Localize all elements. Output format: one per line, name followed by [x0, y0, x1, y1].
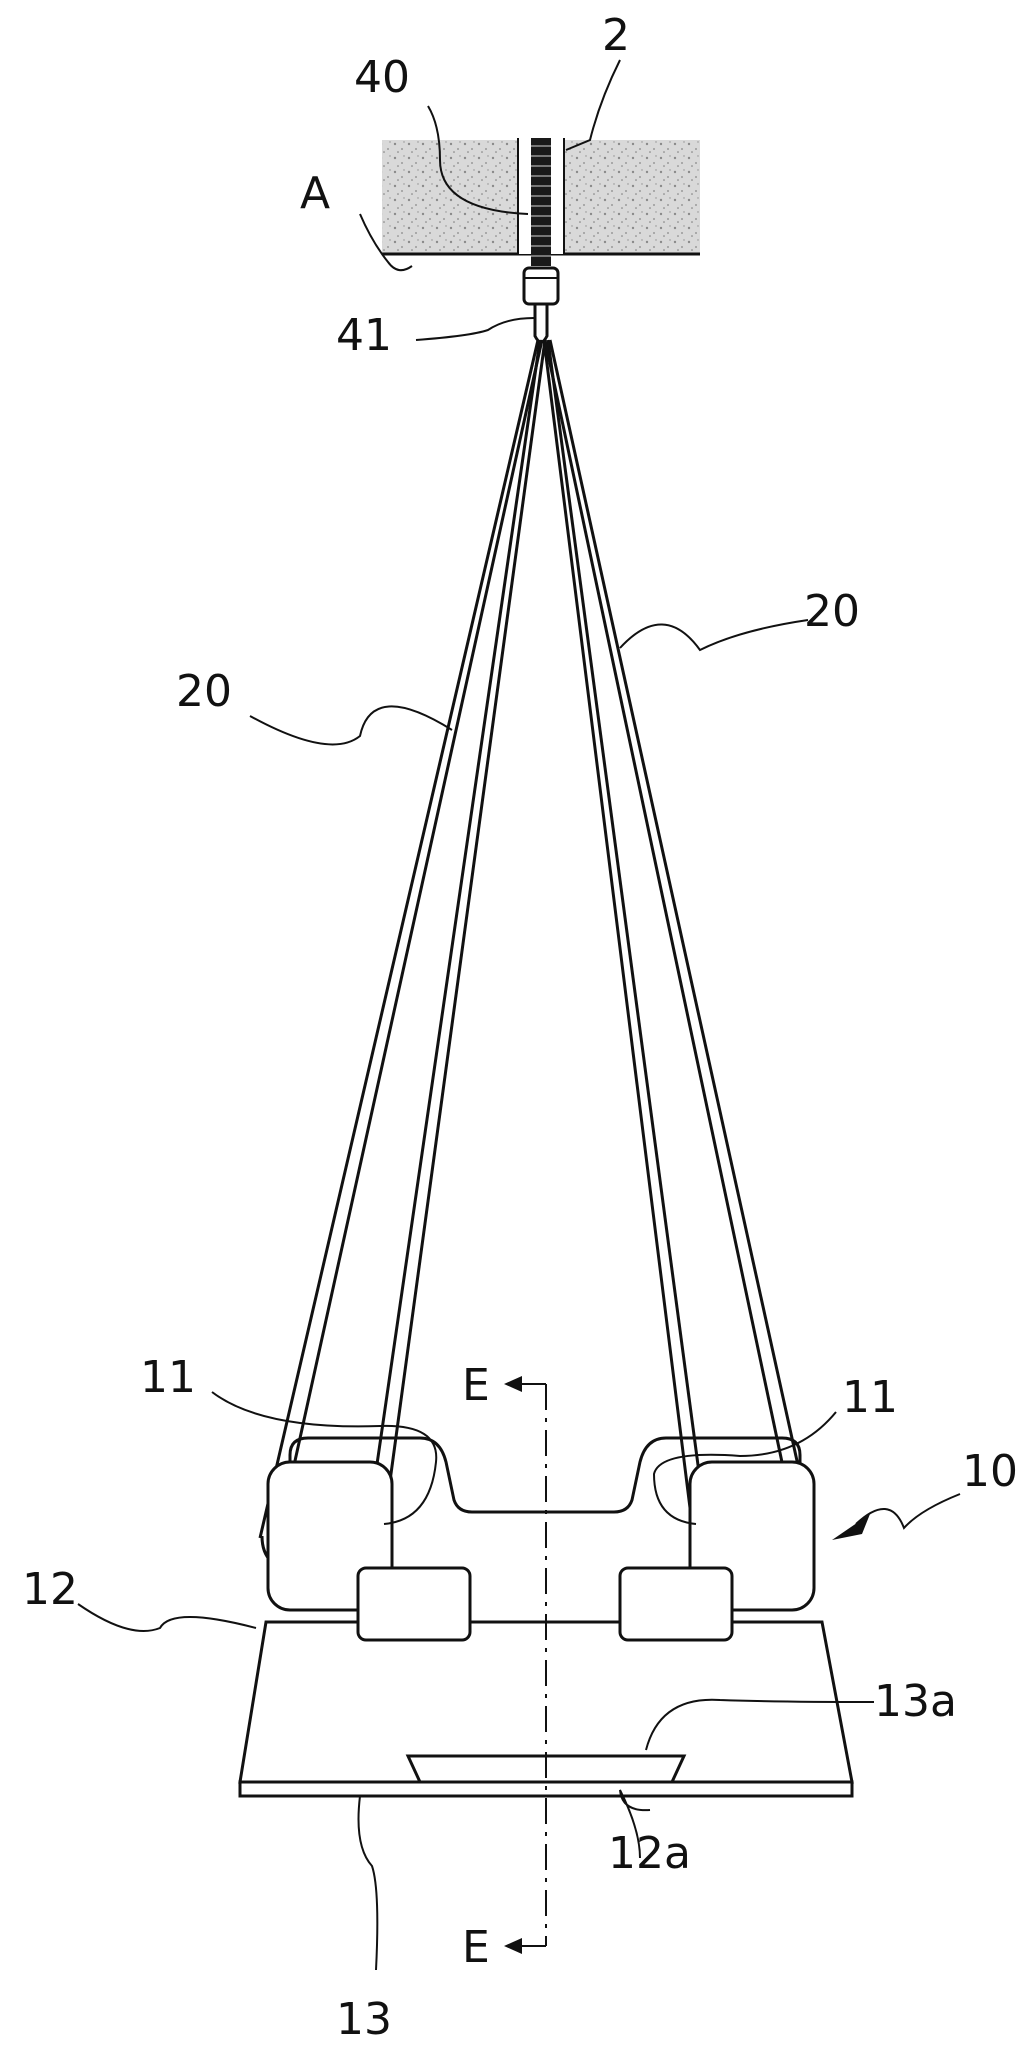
label-section-bottom: E: [462, 1922, 490, 1973]
anchor-bolt: [522, 138, 560, 306]
leader-lines: [77, 59, 961, 1971]
label-bolt: 40: [354, 52, 410, 103]
carrier-body: [238, 1436, 854, 1798]
label-groove: 12a: [608, 1828, 691, 1879]
label-carrier: 10: [962, 1446, 1018, 1497]
section-line: [504, 1376, 547, 1954]
label-body: 12: [22, 1564, 78, 1615]
carrier-arrow-icon: [832, 1514, 870, 1540]
ropes: [258, 339, 816, 1572]
label-hook: 41: [336, 310, 392, 361]
label-base-plate: 13: [336, 1994, 392, 2045]
label-section-top: E: [462, 1360, 490, 1411]
label-rope-right: 20: [804, 586, 860, 637]
hook: [533, 304, 549, 344]
label-rope-left: 20: [176, 666, 232, 717]
label-pad-left: 11: [140, 1352, 196, 1403]
label-anchor-hole: 2: [602, 10, 630, 61]
label-pad-right: 11: [842, 1372, 898, 1423]
label-ceiling: A: [300, 168, 330, 219]
label-plate-edge: 13a: [874, 1676, 957, 1727]
